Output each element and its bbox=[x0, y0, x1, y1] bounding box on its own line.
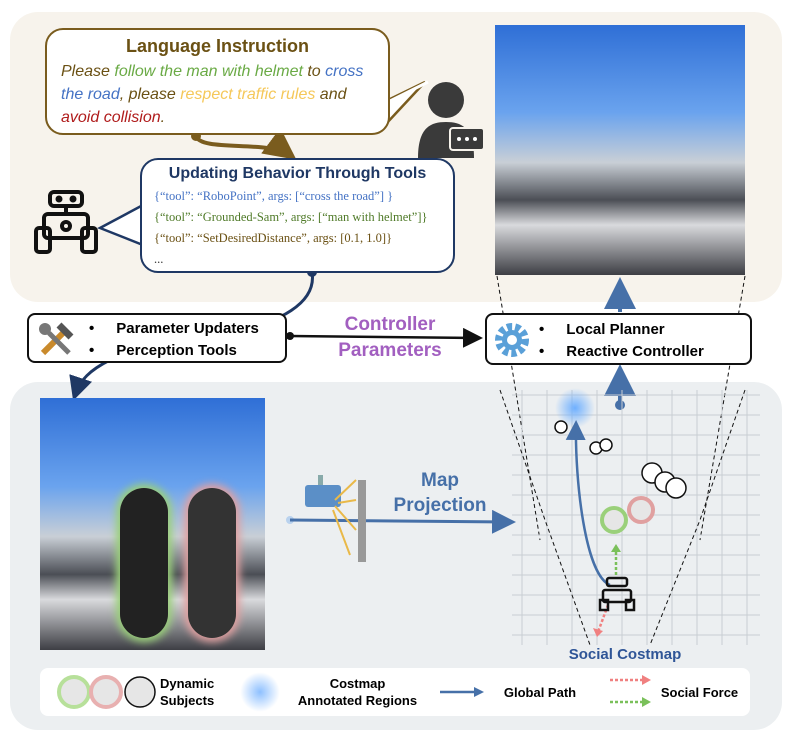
dynamic-subjects-swatch bbox=[57, 675, 156, 709]
arrow-controller-params bbox=[289, 327, 483, 348]
tools-icon bbox=[39, 322, 74, 356]
legend-costmap-swatch bbox=[240, 672, 280, 712]
legend-social-force-label: Social Force bbox=[660, 685, 739, 700]
tool-call-line: {“tool”: “Grounded-Sam”, args: [“man wit… bbox=[154, 210, 428, 224]
instruction-segment: Please bbox=[61, 63, 115, 80]
global-path bbox=[565, 420, 611, 587]
instruction-segment: . bbox=[160, 109, 166, 126]
instruction-segment: cross the road bbox=[61, 63, 364, 103]
tool-call-line: {“tool”: “RoboPoint”, args: [“cross the … bbox=[154, 189, 394, 203]
camera-view-photo bbox=[495, 25, 745, 275]
box-item: Local Planner bbox=[539, 319, 750, 341]
tracked-person-green bbox=[120, 488, 168, 638]
bubble-tail bbox=[97, 202, 145, 247]
segmented-photo bbox=[40, 398, 265, 650]
instruction-segment: respect traffic rules bbox=[180, 86, 316, 103]
arrow-to-perception bbox=[69, 358, 111, 401]
tracked-person-red bbox=[188, 488, 236, 638]
instruction-title: Language Instruction bbox=[125, 36, 309, 56]
instruction-segment: avoid collision bbox=[61, 109, 161, 126]
legend-global-path-swatch bbox=[440, 687, 484, 697]
language-instruction-bubble: Language Instruction Please follow the m… bbox=[45, 28, 390, 135]
tool-call-line: {“tool”: “SetDesiredDistance”, args: [0.… bbox=[154, 231, 393, 245]
tools-title: Updating Behavior Through Tools bbox=[168, 165, 427, 182]
tool-call-line: ... bbox=[154, 252, 164, 266]
box-item: Perception Tools bbox=[89, 340, 285, 362]
robot-icon bbox=[598, 576, 636, 612]
planner-box: Local PlannerReactive Controller bbox=[485, 313, 752, 365]
arrow-map-projection bbox=[289, 509, 516, 534]
instruction-text: Please follow the man with helmet to cro… bbox=[61, 60, 374, 129]
tools-box: Parameter UpdatersPerception Tools bbox=[27, 313, 287, 363]
wall bbox=[358, 480, 366, 562]
user-chat-icon bbox=[418, 82, 485, 158]
dynamic-subjects bbox=[554, 420, 687, 499]
costmap-region bbox=[555, 388, 595, 428]
box-item: Parameter Updaters bbox=[89, 318, 285, 340]
arrow-instruction-to-tools bbox=[194, 127, 297, 160]
instruction-segment: , please bbox=[119, 86, 181, 103]
gear-icon bbox=[495, 323, 529, 357]
tools-bubble: Updating Behavior Through Tools {“tool”:… bbox=[140, 158, 455, 273]
camera-icon bbox=[305, 475, 357, 556]
instruction-segment: and bbox=[315, 86, 347, 103]
social-costmap-label: Social Costmap bbox=[568, 646, 682, 663]
instruction-segment: follow the man with helmet bbox=[114, 63, 303, 80]
instruction-segment: to bbox=[302, 63, 326, 80]
legend-global-path-label: Global Path bbox=[503, 685, 577, 700]
box-item: Reactive Controller bbox=[539, 341, 750, 363]
robot-icon bbox=[34, 190, 98, 254]
legend-social-force-swatch bbox=[610, 675, 651, 707]
